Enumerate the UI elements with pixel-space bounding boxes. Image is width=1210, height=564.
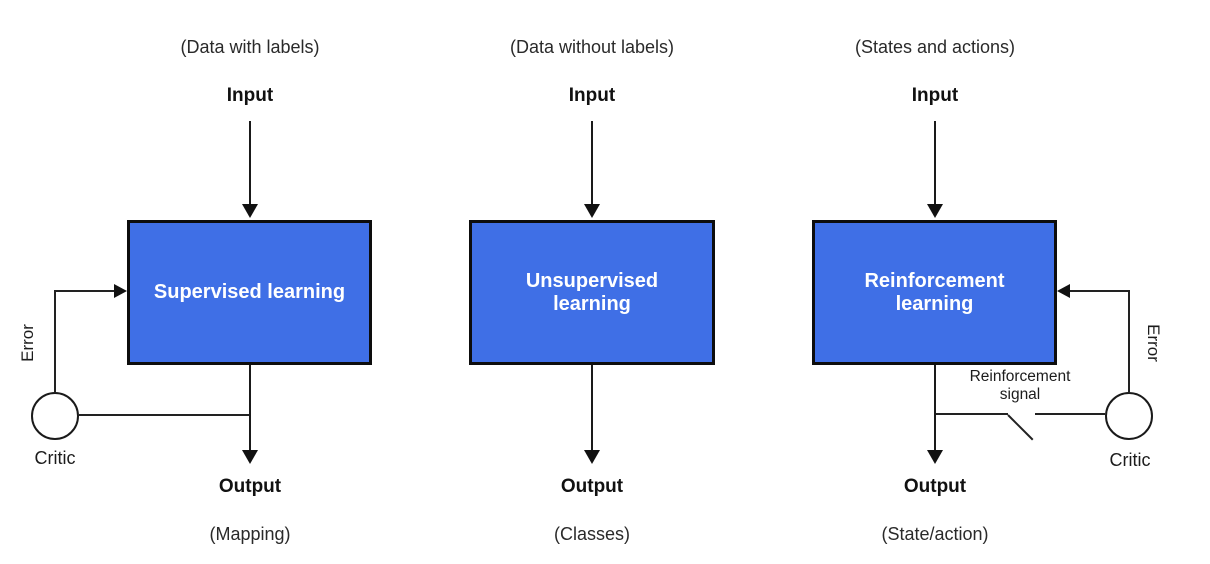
supervised-critic-circle [31, 392, 79, 440]
unsupervised-classes-label: (Classes) [553, 524, 630, 544]
unsupervised-box-label-line1: Unsupervised [525, 269, 659, 292]
reinforcement-data-label: (States and actions) [854, 37, 1016, 57]
supervised-output-arrowhead-icon [242, 450, 258, 464]
reinforcement-signal-label: Reinforcement signal [950, 368, 1090, 403]
reinforcement-critic-circle [1105, 392, 1153, 440]
unsupervised-input-arrowhead-icon [584, 204, 600, 218]
supervised-output-label: Output [218, 476, 282, 497]
supervised-output-arrow-line [249, 365, 251, 451]
reinforcement-output-label: Output [903, 476, 967, 497]
unsupervised-output-arrowhead-icon [584, 450, 600, 464]
supervised-input-arrowhead-icon [242, 204, 258, 218]
unsupervised-box-label-line2: learning [553, 292, 631, 315]
supervised-learning-box: Supervised learning [127, 220, 372, 365]
unsupervised-output-arrow-line [591, 365, 593, 451]
reinforcement-output-arrowhead-icon [927, 450, 943, 464]
reinforcement-critic-label: Critic [1109, 450, 1151, 470]
supervised-mapping-label: (Mapping) [209, 524, 291, 544]
reinforcement-input-arrowhead-icon [927, 204, 943, 218]
reinforcement-signal-label-line1: Reinforcement [969, 368, 1071, 385]
reinforcement-state-action-label: (State/action) [881, 524, 989, 544]
reinforcement-box-label-line1: Reinforcement [864, 269, 1005, 292]
reinforcement-signal-line-right [1035, 413, 1105, 415]
reinforcement-input-label: Input [911, 85, 959, 106]
reinforcement-signal-label-line2: signal [999, 385, 1041, 403]
reinforcement-input-arrow-line [934, 121, 936, 205]
reinforcement-error-arrow-line [1070, 290, 1130, 292]
supervised-box-label: Supervised learning [153, 281, 346, 303]
supervised-critic-label: Critic [34, 448, 76, 468]
unsupervised-input-label: Input [568, 85, 616, 106]
reinforcement-learning-box: Reinforcement learning [812, 220, 1057, 365]
supervised-input-arrow-line [249, 121, 251, 205]
unsupervised-data-label: (Data without labels) [509, 37, 675, 57]
supervised-error-label: Error [18, 324, 37, 362]
supervised-data-label: (Data with labels) [180, 37, 320, 57]
supervised-critic-horizontal-line [79, 414, 251, 416]
supervised-input-label: Input [226, 85, 274, 106]
unsupervised-output-label: Output [560, 476, 624, 497]
unsupervised-input-arrow-line [591, 121, 593, 205]
reinforcement-signal-line-left [936, 413, 1008, 415]
reinforcement-box-label-line2: learning [895, 292, 974, 315]
supervised-error-arrow-line [56, 290, 114, 292]
reinforcement-signal-switch-icon [1007, 414, 1034, 441]
reinforcement-output-arrow-line [934, 365, 936, 451]
unsupervised-learning-box: Unsupervised learning [469, 220, 715, 365]
supervised-critic-vertical-line [54, 290, 56, 392]
reinforcement-error-arrowhead-icon [1057, 284, 1070, 298]
reinforcement-error-label: Error [1144, 324, 1163, 362]
reinforcement-critic-vertical-line [1128, 290, 1130, 392]
supervised-error-arrowhead-icon [114, 284, 127, 298]
